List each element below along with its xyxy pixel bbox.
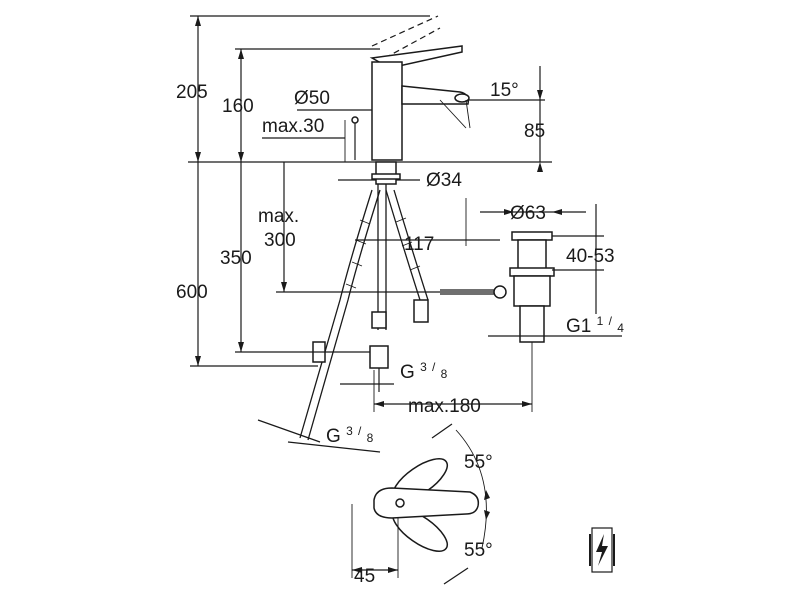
dimension-labels: 205 160 Ø50 max.30 15° 85 Ø34 max. 300 1…: [176, 80, 624, 587]
label-max-reach: max.180: [408, 396, 481, 417]
label-max-deck: max.30: [262, 116, 324, 137]
hose-thread-main: G: [326, 426, 341, 447]
label-lever-offset: 45: [354, 566, 375, 587]
label-below-max-value: 300: [264, 230, 296, 251]
label-waste-diameter: Ø63: [510, 203, 546, 224]
label-spout-angle: 15°: [490, 80, 519, 101]
label-spout-reach-height: 85: [524, 121, 545, 142]
label-hole-diameter: Ø34: [426, 170, 462, 191]
label-350: 350: [220, 248, 252, 269]
label-waste-range: 40-53: [566, 246, 615, 267]
supply-hoses: [299, 184, 429, 441]
label-total-height: 205: [176, 82, 208, 103]
waste-thread-den: 4: [617, 321, 624, 335]
hose-thread-den: 8: [367, 431, 374, 445]
label-connection-thread: G 3 / 8: [400, 355, 448, 383]
waste-thread-main: G1: [566, 316, 591, 337]
connection-thread-num: 3: [420, 360, 427, 374]
lever-plan-view: [351, 423, 490, 585]
connection-thread-slash: /: [432, 360, 436, 374]
label-lever-angle-bottom: 55°: [464, 540, 493, 561]
faucet-body: [351, 15, 471, 185]
connection-thread-main: G: [400, 362, 415, 383]
waste-thread-num: 1: [597, 314, 604, 328]
label-below-max: max.: [258, 206, 299, 227]
lightning-icon: [589, 527, 615, 573]
label-hose-length: 600: [176, 282, 208, 303]
waste-assembly: [440, 204, 622, 343]
label-spout-height: 160: [222, 96, 254, 117]
connection-thread-den: 8: [441, 367, 448, 381]
hose-thread-num: 3: [346, 424, 353, 438]
dimension-lines-top: [188, 15, 552, 181]
hose-thread-slash: /: [358, 424, 362, 438]
label-body-diameter: Ø50: [294, 88, 330, 109]
waste-thread-slash: /: [609, 314, 613, 328]
label-lever-angle-top: 55°: [464, 452, 493, 473]
label-waste-thread: G1 1 / 4: [566, 309, 624, 337]
label-hose-thread: G 3 / 8: [326, 419, 374, 447]
label-center-distance: 117: [404, 234, 434, 255]
